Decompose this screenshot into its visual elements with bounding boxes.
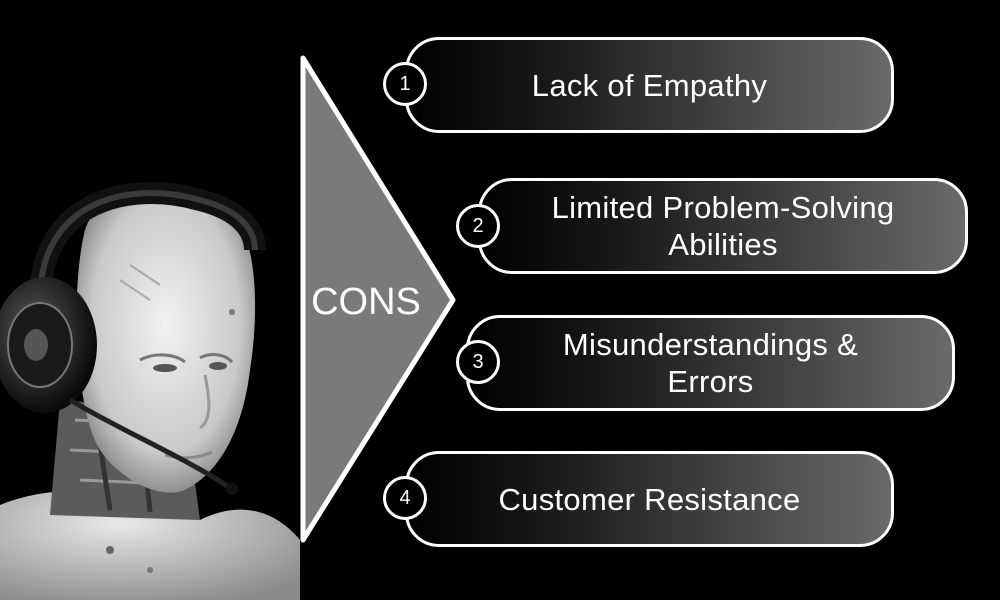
con-item-1-number-badge: 1 [383,62,427,106]
con-item-3: Misunderstandings & Errors [466,315,955,411]
con-item-3-text: Misunderstandings & Errors [562,327,859,399]
con-item-2-text: Limited Problem-Solving Abilities [551,190,895,262]
con-item-3-number-badge: 3 [456,340,500,384]
con-item-1-text: Lack of Empathy [531,67,768,103]
con-item-2: Limited Problem-Solving Abilities [478,178,968,274]
con-item-4: Customer Resistance [405,451,894,547]
con-item-4-number-badge: 4 [383,476,427,520]
con-item-4-text: Customer Resistance [498,481,801,517]
cons-heading: CONS [311,281,421,323]
con-item-1: Lack of Empathy [405,37,894,133]
con-item-2-number-badge: 2 [456,204,500,248]
